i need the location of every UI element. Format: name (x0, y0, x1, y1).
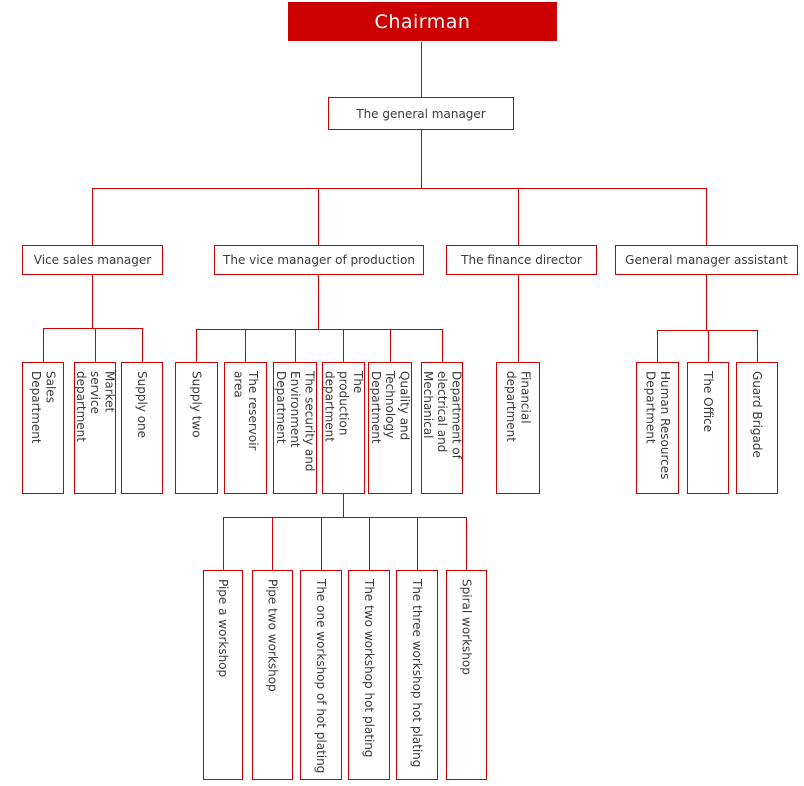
node-the-office: The Office (687, 362, 729, 494)
node-electrical-mechanical-department: Department of electrical and Mechanical (420, 362, 464, 494)
connector-line (92, 188, 93, 245)
node-label: Human Resources Department (643, 371, 672, 480)
node-financial-department: Financial department (496, 362, 540, 494)
connector-line (196, 329, 197, 362)
node-general-manager-assistant: General manager assistant (615, 245, 798, 275)
connector-line (95, 328, 96, 362)
connector-line (142, 328, 143, 362)
node-pipe-two-workshop: Pipe two workshop (252, 570, 293, 780)
connector-line (43, 328, 44, 362)
node-vice-sales-manager: Vice sales manager (22, 245, 163, 275)
connector-line (272, 517, 273, 570)
node-production-department: The production department (322, 362, 365, 494)
connector-line (706, 188, 707, 245)
node-general-manager: The general manager (328, 97, 514, 130)
node-label: Market service department (73, 371, 117, 442)
node-label: The reservoir area (231, 371, 260, 451)
connector-line (657, 330, 658, 362)
connector-line (421, 42, 422, 97)
node-three-workshop-hot-plating: The three workshop hot plating (396, 570, 438, 780)
node-human-resources-department: Human Resources Department (636, 362, 679, 494)
node-spiral-workshop: Spiral workshop (446, 570, 487, 780)
connector-line (417, 517, 418, 570)
node-label: Department of electrical and Mechanical (420, 371, 464, 459)
connector-line (318, 275, 319, 329)
node-reservoir-area: The reservoir area (224, 362, 267, 494)
node-label: Quality and Technology Department (368, 371, 412, 444)
connector-line (343, 494, 344, 517)
node-label: Financial department (504, 371, 533, 442)
connector-line (369, 517, 370, 570)
node-chairman: Chairman (288, 2, 557, 41)
connector-line (343, 329, 344, 362)
connector-line (518, 275, 519, 362)
connector-line (706, 275, 707, 330)
node-security-environment-department: The security and Environment Department (273, 362, 317, 494)
node-pipe-a-workshop: Pipe a workshop (203, 570, 243, 780)
node-label: The one workshop of hot plating (314, 579, 329, 774)
connector-line (196, 329, 442, 330)
connector-line (518, 188, 519, 245)
node-quality-technology-department: Quality and Technology Department (368, 362, 412, 494)
node-supply-one: Supply one (121, 362, 163, 494)
node-label: The two workshop hot plating (362, 579, 377, 758)
node-label: Supply one (135, 371, 150, 439)
connector-line (92, 188, 707, 189)
node-label: The production department (322, 371, 366, 442)
connector-line (223, 517, 467, 518)
connector-line (466, 517, 467, 570)
node-finance-director: The finance director (446, 245, 597, 275)
node-label: Guard Brigade (750, 371, 765, 458)
node-label: Pipe two workshop (265, 579, 280, 692)
connector-line (295, 329, 296, 362)
node-supply-two: Supply two (175, 362, 218, 494)
connector-line (92, 275, 93, 328)
connector-line (757, 330, 758, 362)
node-vice-manager-production: The vice manager of production (214, 245, 424, 275)
node-label: The Office (701, 371, 716, 433)
node-one-workshop-hot-plating: The one workshop of hot plating (300, 570, 342, 780)
connector-line (245, 329, 246, 362)
node-guard-brigade: Guard Brigade (736, 362, 778, 494)
connector-line (657, 330, 757, 331)
connector-line (321, 517, 322, 570)
node-label: Spiral workshop (459, 579, 474, 675)
node-two-workshop-hot-plating: The two workshop hot plating (348, 570, 390, 780)
node-sales-department: Sales Department (22, 362, 64, 494)
node-label: The three workshop hot plating (410, 579, 425, 768)
connector-line (442, 329, 443, 362)
node-label: Pipe a workshop (216, 579, 231, 678)
node-label: Sales Department (29, 371, 58, 444)
connector-line (43, 328, 143, 329)
connector-line (223, 517, 224, 570)
connector-line (421, 130, 422, 188)
connector-line (318, 188, 319, 245)
node-label: The security and Environment Department (273, 371, 317, 472)
connector-line (390, 329, 391, 362)
node-market-service-department: Market service department (73, 362, 117, 494)
node-label: Supply two (189, 371, 204, 438)
connector-line (708, 330, 709, 362)
